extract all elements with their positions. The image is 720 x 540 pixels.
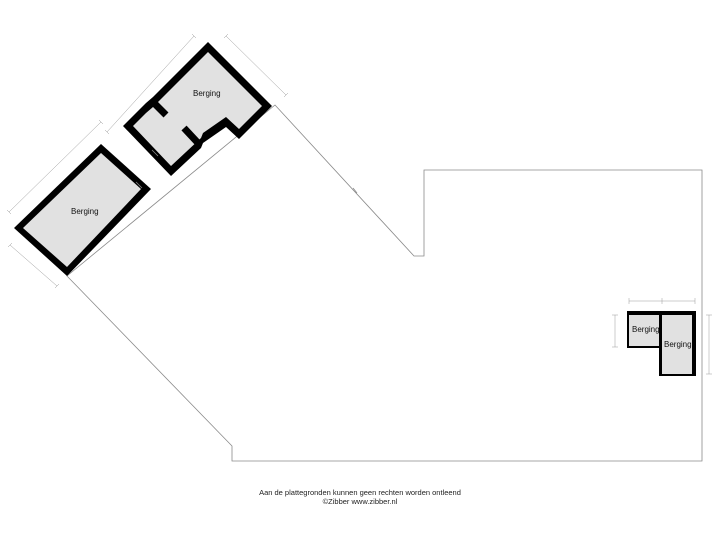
- room-label: Berging: [71, 207, 99, 216]
- storage-upper-left: Berging: [123, 42, 272, 176]
- room-label: Berging: [664, 340, 692, 349]
- interior-wall: [181, 125, 201, 146]
- storage-left: Berging: [14, 144, 151, 276]
- storage-floor: [133, 52, 262, 166]
- plot-outline: [66, 104, 703, 462]
- door-mark: [151, 149, 159, 157]
- storage-floor-small: [629, 315, 660, 346]
- room-label: Berging: [193, 89, 221, 98]
- outline-notch: [352, 187, 358, 194]
- storage-floor-tall: [662, 315, 692, 374]
- storage-floor: [23, 153, 141, 267]
- dimension-lines: [6, 33, 712, 375]
- credit-text: ©Zibber www.zibber.nl: [322, 497, 398, 506]
- storage-right: Berging Berging: [627, 311, 696, 376]
- disclaimer-text: Aan de plattegronden kunnen geen rechten…: [259, 488, 461, 497]
- door-mark: [135, 181, 143, 189]
- interior-wall: [152, 101, 169, 118]
- room-label: Berging: [632, 325, 660, 334]
